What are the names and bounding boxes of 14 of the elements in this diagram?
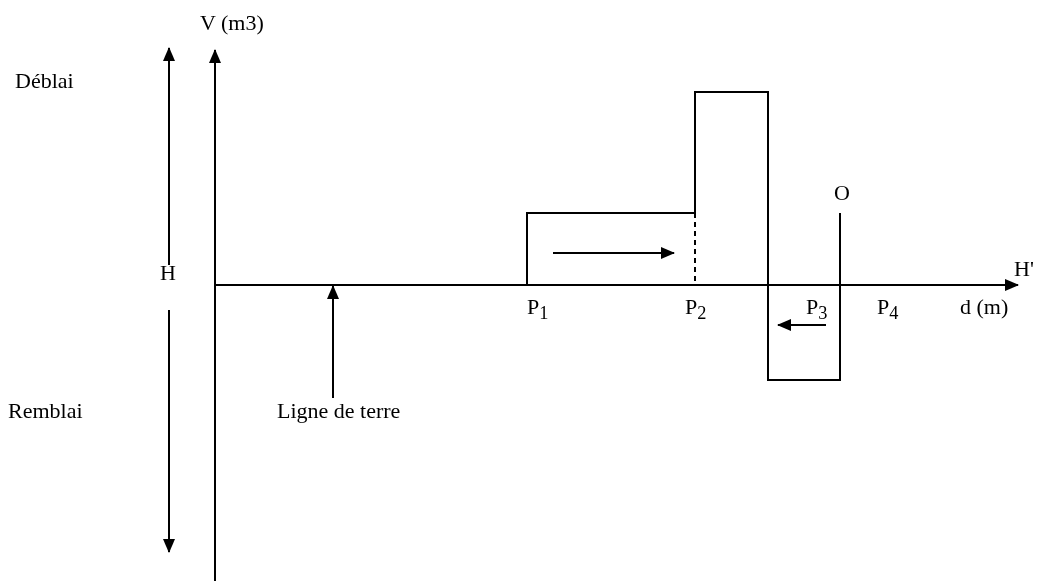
point-label: P$_{3}$	[806, 296, 828, 323]
point-label: P$_{2}$	[685, 296, 707, 323]
point-label: P$_{1}$	[527, 296, 549, 323]
axis-label: V (m3)	[200, 12, 264, 34]
point-label: P$_{4}$	[877, 296, 899, 323]
horizontal-axis	[214, 279, 1019, 291]
leader-line	[327, 285, 339, 399]
point-label: O	[834, 182, 850, 204]
axis-label: H'	[1014, 258, 1034, 280]
axis-label: H	[160, 262, 176, 284]
zone-label: Remblai	[8, 400, 83, 422]
annotation-label: Ligne de terre	[277, 400, 401, 422]
zone-label: Déblai	[15, 70, 74, 92]
axis-label: d (m)	[960, 296, 1009, 318]
